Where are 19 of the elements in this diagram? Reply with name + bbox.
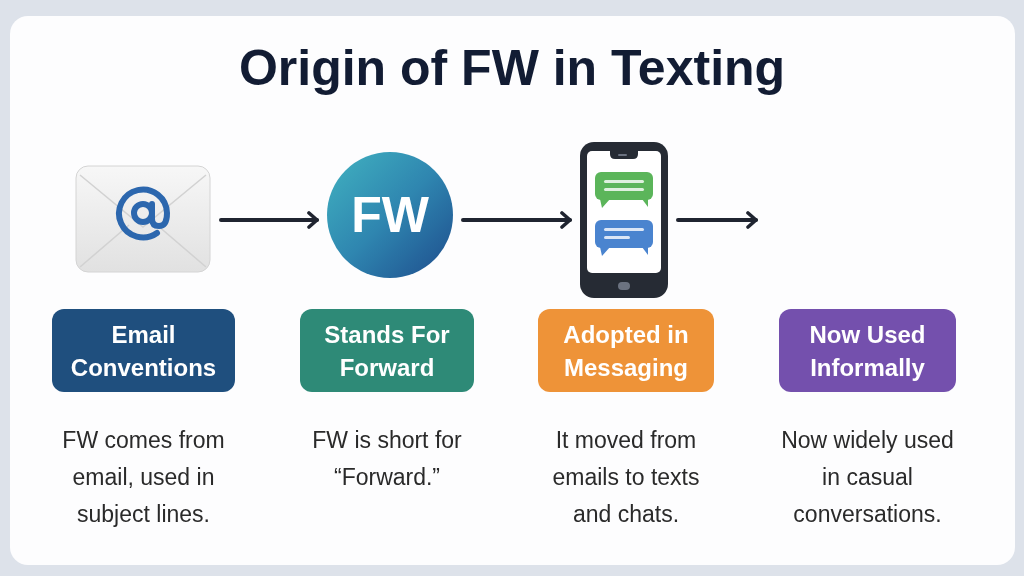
description-text: FW comes from email, used in subject lines. (61, 426, 226, 529)
step-title: Email Conventions (69, 319, 218, 383)
title: Origin of FW in Texting (237, 39, 787, 98)
arrow (219, 211, 319, 229)
description-text: It moved from emails to texts and chats. (551, 426, 701, 529)
arrow (676, 211, 758, 229)
smartphone-icon (580, 142, 668, 298)
description-text: Now widely used in casual conversations. (780, 426, 955, 529)
abbreviation-text: FW (351, 190, 429, 240)
arrow (461, 211, 572, 229)
step-label-box (52, 309, 235, 392)
step-title: Stands For Forward (323, 319, 451, 383)
step-title: Now Used Informally (808, 319, 927, 383)
envelope-icon (75, 165, 211, 273)
description-text: FW is short for “Forward.” (311, 426, 463, 492)
step-label-box (300, 309, 474, 392)
step-title: Adopted in Messaging (562, 319, 690, 383)
step-label-box (779, 309, 956, 392)
step-label-box (538, 309, 714, 392)
